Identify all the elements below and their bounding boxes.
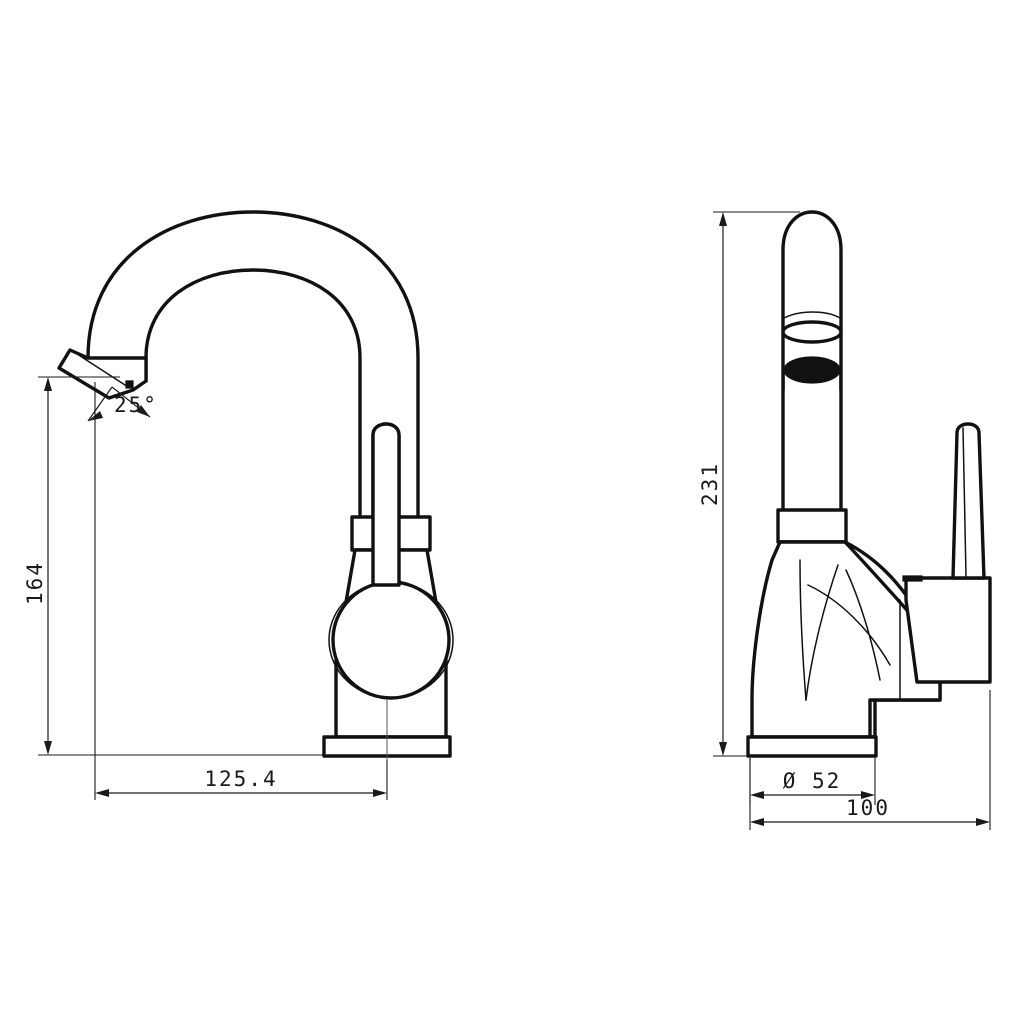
arrow-125-right [373, 789, 387, 797]
body-seam-2 [805, 564, 839, 701]
arrow-100-left [750, 818, 764, 826]
aerator-outlet-hole [783, 356, 841, 384]
handle-lever-rod-front [371, 422, 401, 587]
hub-top-shadow [902, 575, 923, 582]
angle-arrow-1 [88, 411, 103, 421]
spout-tip-seam [73, 351, 126, 386]
aerator-side-lines [783, 369, 841, 391]
spout-aerator-tip [57, 348, 148, 400]
aerator-ring-mid [781, 320, 843, 344]
dim-label-spout-angle: 25° [114, 393, 158, 417]
dim-label-base-diameter: Ø 52 [783, 769, 842, 793]
side-view-dimensions: 231 Ø 52 100 [698, 211, 991, 830]
arrow-231-down [719, 742, 727, 756]
dim-label-overall-depth: 100 [846, 796, 890, 820]
body-seam-1 [799, 559, 807, 701]
angle-leader-1 [87, 386, 113, 422]
side-base-escutcheon [746, 735, 878, 758]
angle-arrow-2 [137, 405, 150, 417]
lever-highlight [962, 427, 967, 577]
spout-tip-notch [125, 380, 134, 389]
dim-label-spout-height: 164 [23, 561, 47, 605]
side-handle-lever [951, 422, 986, 580]
side-neck-collar [776, 508, 848, 544]
body-seam-3 [845, 569, 881, 681]
arrow-52-left [750, 791, 764, 799]
arrow-164-down [44, 741, 52, 755]
dim-label-spout-reach: 125.4 [204, 767, 277, 791]
front-elevation-view [57, 210, 454, 780]
arrow-231-up [719, 212, 727, 226]
front-view-dimensions: 164 125.4 25° [23, 376, 388, 800]
side-elevation-view [746, 210, 992, 758]
body-seam-4 [807, 584, 891, 666]
arrow-125-left [95, 789, 109, 797]
spout-gooseneck [86, 210, 420, 522]
handle-sphere [331, 580, 451, 700]
aerator-ring-upper [783, 311, 841, 319]
arrow-52-right [861, 791, 875, 799]
arrow-100-right [976, 818, 990, 826]
dim-label-overall-height: 231 [698, 462, 722, 506]
arrow-164-up [44, 377, 52, 391]
handle-hub-block [904, 576, 992, 684]
